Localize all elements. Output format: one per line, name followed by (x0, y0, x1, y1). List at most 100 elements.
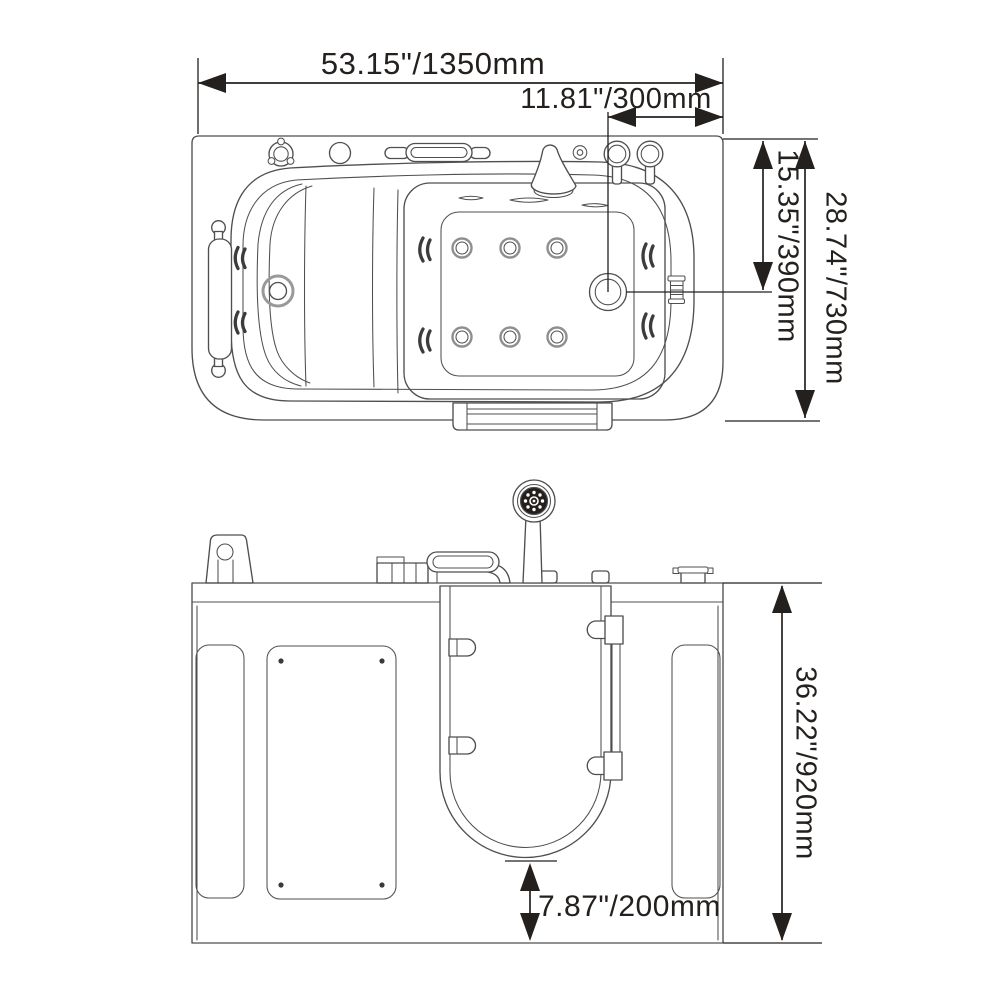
panel-screw (278, 658, 284, 664)
arrowhead-left (198, 73, 226, 93)
knob-inner (640, 144, 660, 164)
spout-top-inner (432, 555, 494, 569)
headrest-clamp-mark (240, 311, 247, 334)
dim-overall-height-label: 36.22"/920mm (789, 666, 821, 860)
seat-back-curve-outer (256, 183, 303, 387)
panel-screw (278, 882, 284, 888)
valve-dividers (391, 562, 417, 584)
latch-block (603, 751, 623, 781)
spout-cone (530, 144, 577, 195)
extension-lines (626, 138, 818, 293)
dim-drain-offset-label: 15.35"/390mm (771, 149, 803, 343)
rim-slot (581, 203, 609, 208)
hinge-tab (448, 736, 477, 755)
overflow-top-flange (667, 275, 686, 282)
handle-grip (405, 142, 473, 163)
wall-jet-mark (641, 312, 648, 340)
handle-end-right (469, 146, 491, 160)
extension-lines (723, 582, 822, 944)
grab-handle (384, 142, 491, 163)
headrest-clamp-mark (233, 310, 240, 335)
valve-body (376, 562, 429, 584)
shower-nozzle-dots (523, 490, 545, 512)
arrowhead-top (520, 863, 540, 891)
bracket-pivot (216, 543, 234, 561)
knob-inner (273, 146, 289, 162)
dim-door-threshold-label: 7.87"/200mm (538, 890, 721, 923)
seat-front-edge (303, 185, 307, 387)
air-control-circle (328, 141, 352, 165)
door-latch-rail (586, 615, 624, 781)
headrest-clamp-mark (240, 247, 247, 270)
dim-overall-width: 28.74"/730mm (725, 141, 851, 422)
door-outer (439, 585, 612, 859)
headrest (207, 220, 247, 378)
cap-body (680, 571, 706, 584)
headrest-pad (207, 238, 233, 360)
arrowhead-top (753, 141, 773, 169)
wall-jet-mark (648, 314, 655, 338)
latch-block (604, 615, 624, 645)
control-knob-left (267, 137, 295, 167)
seat-jet (261, 274, 295, 308)
diverter-inner (576, 149, 584, 156)
seat-back-curve-inner (268, 185, 313, 384)
dim-overall-height: 36.22"/920mm (723, 582, 822, 944)
overflow-ribs (670, 284, 684, 296)
wall-jet-marks (418, 236, 655, 354)
rim-slots (458, 195, 609, 208)
dim-overall-width-label: 28.74"/730mm (819, 191, 851, 385)
shower-head-ring (516, 483, 552, 519)
access-panel (266, 645, 397, 900)
door-frame-left-line (396, 189, 399, 394)
seat-area (256, 183, 375, 388)
seat-edge-line (371, 187, 375, 388)
extension-lines (197, 58, 724, 134)
hydro-jet (546, 237, 568, 259)
hydro-jet (499, 326, 521, 348)
knob-tab (286, 157, 295, 165)
body-inner-edges (196, 605, 719, 941)
deck-cap (591, 570, 610, 584)
hand-shower (512, 479, 556, 584)
wall-jet-mark (425, 238, 432, 262)
latch-tab (586, 620, 607, 640)
diverter-button (572, 145, 588, 160)
arrowhead-bottom (795, 390, 815, 418)
panel-screw (379, 658, 385, 664)
arrowhead-top (795, 141, 815, 169)
dimension-annotations: 53.15"/1350mm 11.81"/300mm 15.35"/390mm … (197, 46, 851, 944)
faucet-spout (530, 144, 577, 199)
tub-rim-inner (242, 173, 672, 391)
panel-outline (266, 645, 397, 900)
top-view (191, 135, 724, 431)
door-hinge (448, 736, 477, 755)
faucet-side-assembly (376, 551, 511, 584)
body-outline (191, 582, 724, 944)
arrowhead-bottom (520, 913, 540, 941)
hydro-jet (451, 326, 473, 348)
spout-top (426, 551, 500, 573)
cap-lip (677, 566, 709, 574)
knob-tab (267, 157, 276, 165)
shower-face-dot (532, 499, 536, 503)
arrowhead-bottom (753, 262, 773, 290)
seat-jet-outer-ring (261, 274, 295, 308)
hot-water-knob (603, 140, 631, 185)
wall-jet-mark (425, 329, 432, 352)
wall-jet-mark (641, 242, 648, 270)
dim-overall-length: 53.15"/1350mm (197, 46, 724, 134)
headrest-side-bracket (205, 534, 254, 584)
hydro-jet (499, 237, 521, 259)
rim-slot (458, 195, 484, 201)
door-floor-panel (396, 182, 686, 400)
dim-overall-length-label: 53.15"/1350mm (321, 46, 545, 81)
deck-fixtures (267, 137, 664, 208)
hydro-jet (451, 237, 473, 259)
wall-jet-mark (418, 327, 425, 354)
shower-face-hub (529, 496, 539, 506)
front-view (191, 479, 724, 944)
floor-outline (440, 211, 635, 377)
cold-water-knob (636, 140, 664, 185)
